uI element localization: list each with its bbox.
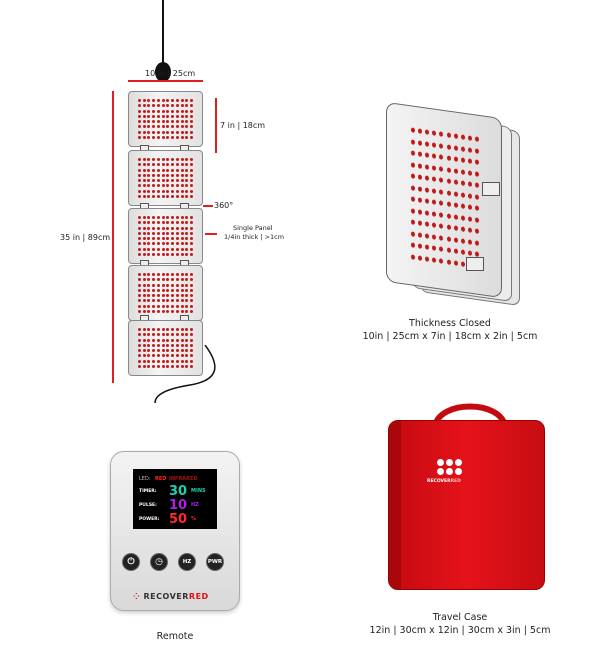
case-logo-icon xyxy=(437,459,462,475)
led-red: RED xyxy=(155,476,167,482)
pwr-button[interactable]: PWR xyxy=(206,553,224,571)
pulse-value: 10 xyxy=(169,497,188,513)
panel-height-line xyxy=(215,98,217,153)
timer-button[interactable]: ◷ xyxy=(150,553,168,571)
rotation-label: 360° xyxy=(214,201,234,210)
remote-caption: Remote xyxy=(156,631,194,642)
led-panel xyxy=(128,320,203,376)
travel-case: RECOVERRED xyxy=(388,420,545,590)
pulse-label: PULSE: xyxy=(139,502,157,508)
rotation-arrow xyxy=(203,205,213,207)
thickness-arrow xyxy=(205,233,217,235)
hz-button[interactable]: HZ xyxy=(178,553,196,571)
led-panel xyxy=(128,150,203,206)
led-panel xyxy=(128,265,203,321)
hinge-clip xyxy=(466,257,484,271)
case-title: Travel Case xyxy=(432,612,488,623)
panel-height-label: 7 in | 18cm xyxy=(220,121,266,130)
closed-title: Thickness Closed xyxy=(409,318,491,329)
width-label: 10 in | 25cm xyxy=(145,69,196,78)
case-dims: 12in | 30cm x 12in | 30cm x 3in | 5cm xyxy=(369,625,551,636)
led-label: LED: xyxy=(139,476,151,482)
total-height-line xyxy=(112,91,114,383)
case-handle xyxy=(432,403,508,428)
closed-dims: 10in | 25cm x 7in | 18cm x 2in | 5cm xyxy=(362,331,538,342)
hinge-clip xyxy=(482,182,500,196)
power-unit: % xyxy=(191,516,197,522)
power-label: POWER: xyxy=(139,516,160,522)
remote-brand: ⁘ RECOVERRED xyxy=(133,592,209,601)
brand-logo-icon: ⁘ xyxy=(133,592,144,601)
power-button[interactable]: ⏻ xyxy=(122,553,140,571)
power-cable xyxy=(154,345,216,404)
led-panel xyxy=(128,208,203,264)
single-panel-thickness: 1/4in thick | >1cm xyxy=(224,233,285,241)
led-infrared: INFRARED xyxy=(169,476,198,482)
single-panel-title: Single Panel xyxy=(233,224,273,232)
pulse-unit: HZ xyxy=(191,502,199,508)
total-height-label: 35 in | 89cm xyxy=(60,233,111,242)
led-panel xyxy=(128,91,203,147)
width-dimension-line xyxy=(128,80,203,82)
hanging-cord xyxy=(162,0,164,70)
hook xyxy=(155,62,171,82)
power-value: 50 xyxy=(169,511,188,527)
timer-unit: MINS xyxy=(191,488,206,494)
timer-value: 30 xyxy=(169,483,188,499)
case-brand: RECOVERRED xyxy=(427,479,461,484)
timer-label: TIMER: xyxy=(139,488,157,494)
